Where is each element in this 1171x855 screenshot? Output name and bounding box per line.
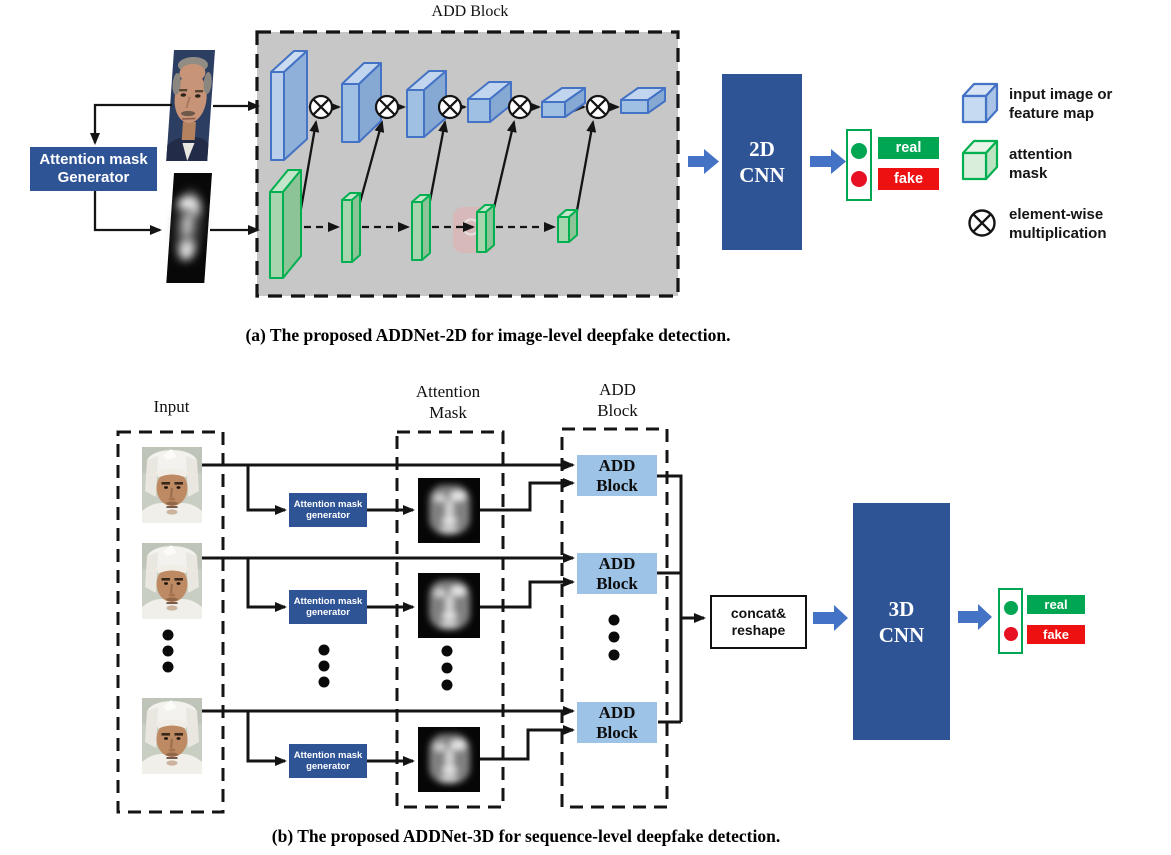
cnn-2d-line2: CNN bbox=[739, 163, 785, 187]
input-frame-3 bbox=[142, 698, 202, 774]
output-bus-line bbox=[657, 474, 683, 724]
generator-label-line2: generator bbox=[306, 607, 350, 618]
real-label: real bbox=[878, 137, 939, 159]
fake-indicator-dot bbox=[851, 171, 867, 187]
legend-text-line: attention bbox=[1009, 146, 1073, 163]
real-indicator-dot bbox=[851, 143, 867, 159]
ellipsis-dots bbox=[162, 614, 620, 691]
header-line: Block bbox=[597, 401, 638, 420]
legend-text-line: mask bbox=[1009, 165, 1048, 182]
generator-label-line2: generator bbox=[306, 761, 350, 772]
concat-reshape-box: concat& reshape bbox=[710, 595, 807, 649]
attention-mask-frame-1 bbox=[418, 478, 480, 543]
caption-panel-a: (a) The proposed ADDNet-2D for image-lev… bbox=[245, 325, 731, 345]
generator-label-line2: generator bbox=[306, 510, 350, 521]
attention-mask-generator-box-1: Attention mask generator bbox=[289, 493, 367, 527]
cnn-2d-line1: 2D bbox=[749, 137, 775, 161]
attention-mask-generator-box-2: Attention mask generator bbox=[289, 590, 367, 624]
cnn-3d-box: 3D CNN bbox=[853, 503, 950, 740]
legend-item-feature-map: input image or feature map bbox=[1009, 85, 1112, 123]
column-header-attention-mask: Attention Mask bbox=[393, 381, 503, 423]
add-block-column-container bbox=[560, 427, 669, 809]
feature-map-boxes bbox=[270, 50, 666, 161]
column-header-add-block: ADD Block bbox=[565, 379, 670, 421]
connector-arrows-b bbox=[202, 460, 706, 766]
input-frame-2 bbox=[142, 543, 202, 619]
caption-panel-b: (b) The proposed ADDNet-3D for sequence-… bbox=[271, 826, 781, 846]
legend-text-line: multiplication bbox=[1009, 225, 1107, 242]
multiply-icon bbox=[374, 94, 400, 120]
legend-text-line: element-wise bbox=[1009, 206, 1104, 223]
multiply-icon bbox=[308, 94, 334, 120]
flow-arrow-to-3dcnn bbox=[813, 605, 848, 631]
attention-mask-column-container bbox=[395, 430, 505, 809]
input-face-image bbox=[166, 50, 215, 161]
cnn-3d-line1: 3D bbox=[888, 596, 915, 621]
legend-text-line: input image or bbox=[1009, 86, 1113, 103]
input-column-container bbox=[116, 430, 225, 814]
flow-arrow-to-2dcnn bbox=[688, 149, 719, 174]
attention-mask-generator-box-3: Attention mask generator bbox=[289, 744, 367, 778]
real-indicator-dot bbox=[1003, 601, 1018, 616]
panel-b-diagram bbox=[116, 427, 992, 814]
flow-arrow-to-result-b bbox=[958, 604, 992, 630]
legend-text-line: feature map bbox=[1009, 105, 1095, 122]
panel-a-diagram bbox=[90, 30, 999, 298]
add-block-box-2: ADD Block bbox=[577, 553, 657, 594]
generator-label-line1: Attention mask bbox=[39, 151, 148, 168]
legend-mask-cube-icon bbox=[961, 139, 999, 181]
attention-mask-image bbox=[166, 173, 212, 283]
legend-item-attention-mask: attention mask bbox=[1009, 145, 1072, 183]
flow-arrow-to-result-a bbox=[810, 149, 846, 174]
add-block-container bbox=[255, 30, 680, 298]
header-line: Attention bbox=[415, 382, 481, 401]
input-frame-1 bbox=[142, 447, 202, 523]
multiply-icon bbox=[507, 94, 533, 120]
attention-mask-frame-3 bbox=[418, 727, 480, 792]
result-indicator-a bbox=[846, 129, 872, 201]
cnn-2d-box: 2D CNN bbox=[722, 74, 802, 250]
multiply-icons bbox=[308, 94, 611, 120]
legend-feature-cube-icon bbox=[961, 82, 999, 124]
generator-label-line2: Generator bbox=[57, 169, 130, 186]
cnn-3d-line2: CNN bbox=[878, 622, 925, 647]
attention-mask-generator-box: Attention mask Generator bbox=[30, 147, 157, 191]
add-block-line2: Block bbox=[596, 722, 638, 742]
add-block-line1: ADD bbox=[598, 703, 636, 722]
fake-label: fake bbox=[878, 168, 939, 190]
generator-label-line1: Attention mask bbox=[293, 498, 363, 510]
fake-label: fake bbox=[1027, 625, 1085, 644]
concat-line2: reshape bbox=[731, 622, 786, 638]
attention-mask-boxes bbox=[269, 169, 578, 279]
header-line: ADD bbox=[599, 380, 636, 399]
add-block-box-1: ADD Block bbox=[577, 455, 657, 496]
add-block-title: ADD Block bbox=[431, 3, 509, 20]
generator-label-line1: Attention mask bbox=[293, 749, 363, 761]
attention-mask-frame-2 bbox=[418, 573, 480, 638]
generator-label-line1: Attention mask bbox=[293, 595, 363, 607]
add-block-line1: ADD bbox=[598, 554, 636, 573]
header-line: Mask bbox=[429, 403, 467, 422]
real-label: real bbox=[1027, 595, 1085, 614]
multiply-icon bbox=[437, 94, 463, 120]
concat-line1: concat& bbox=[730, 605, 787, 621]
multiply-icon bbox=[585, 94, 611, 120]
add-block-box-3: ADD Block bbox=[577, 702, 657, 743]
add-block-line2: Block bbox=[596, 475, 638, 495]
add-block-line1: ADD bbox=[598, 456, 636, 475]
legend-item-multiplication: element-wise multiplication bbox=[1009, 205, 1107, 243]
result-indicator-b bbox=[998, 588, 1023, 654]
legend-multiply-icon bbox=[968, 209, 996, 237]
add-block-line2: Block bbox=[596, 573, 638, 593]
column-header-input: Input bbox=[153, 397, 190, 416]
fake-indicator-dot bbox=[1003, 626, 1018, 641]
